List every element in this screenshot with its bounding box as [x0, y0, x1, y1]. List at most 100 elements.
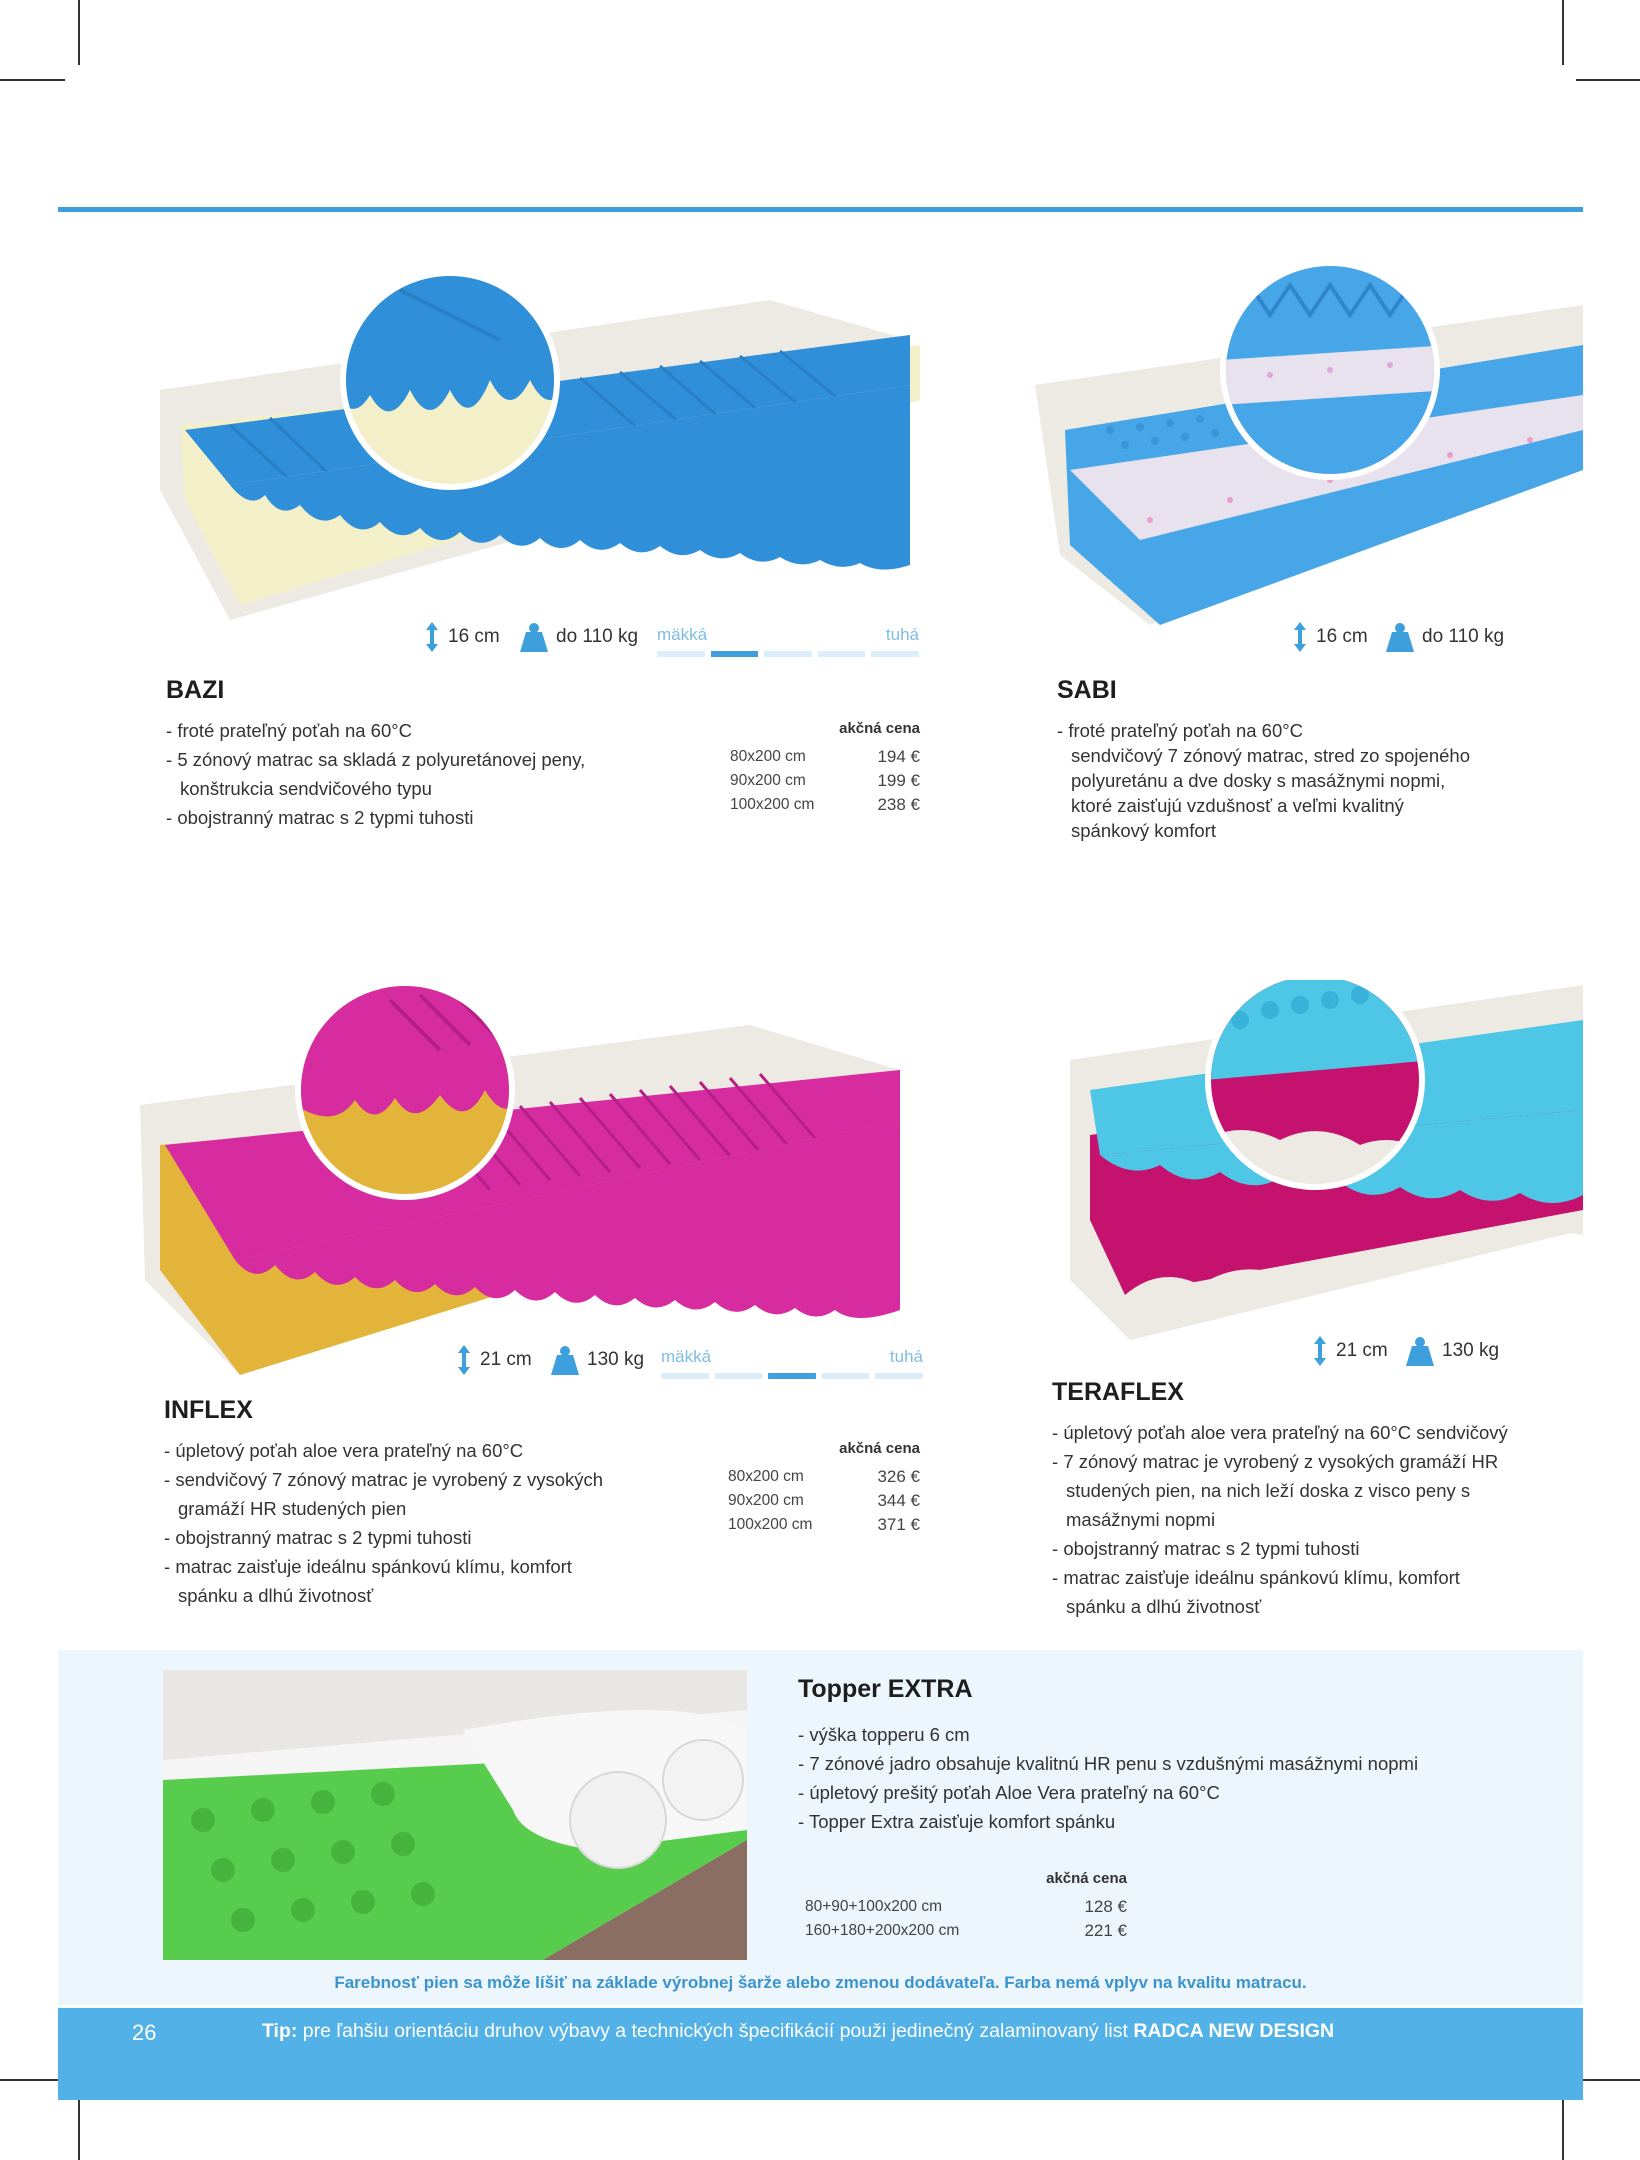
price-header: akčná cena — [839, 720, 920, 737]
teraflex-title: TERAFLEX — [1052, 1378, 1184, 1406]
tip-label: Tip: — [262, 2020, 298, 2042]
height-arrow-icon — [458, 1345, 470, 1375]
price-cell: 371 € — [877, 1515, 920, 1534]
price-header: akčná cena — [839, 1440, 920, 1457]
header-rule — [58, 207, 1583, 212]
price-cell: 199 € — [877, 771, 920, 790]
price-cell: 344 € — [877, 1491, 920, 1510]
weight-icon — [551, 1346, 579, 1375]
bazi-weight-spec: do 110 kg — [520, 622, 638, 652]
feature-item: 7 zónový matrac je vyrobený z vysokých g… — [1052, 1447, 1572, 1534]
feature-item: froté prateľný poťah na 60°C sendvičový … — [1057, 718, 1557, 843]
scale-bar — [821, 1373, 870, 1379]
price-cell: 194 € — [877, 747, 920, 766]
topper-image — [163, 1670, 747, 1960]
size-cell: 80+90+100x200 cm — [805, 1898, 943, 1915]
topper-price-table: akčná cena 80+90+100x200 cm 128 € 160+180… — [805, 1870, 1127, 1943]
scale-soft-label: mäkká — [661, 1347, 712, 1366]
feature-item: 5 zónový matrac sa skladá z polyuretánov… — [166, 745, 726, 803]
teraflex-weight-spec: 130 kg — [1406, 1336, 1499, 1366]
feature-item: úpletový poťah aloe vera prateľný na 60°… — [164, 1436, 734, 1465]
feature-item: froté prateľný poťah na 60°C — [166, 716, 726, 745]
scale-bar — [764, 651, 812, 657]
teraflex-weight: 130 kg — [1442, 1340, 1500, 1361]
crop-mark — [1562, 2095, 1564, 2160]
scale-bar — [871, 651, 919, 657]
feature-item: Topper Extra zaisťuje komfort spánku — [798, 1807, 1538, 1836]
size-cell: 80x200 cm — [728, 1468, 804, 1485]
inflex-height: 21 cm — [480, 1349, 532, 1370]
scale-hard-label: tuhá — [885, 625, 919, 644]
topper-title: Topper EXTRA — [798, 1675, 973, 1703]
size-cell: 90x200 cm — [730, 772, 806, 789]
scale-soft-label: mäkká — [657, 625, 708, 644]
crop-mark — [1562, 0, 1564, 65]
scale-bar — [657, 651, 705, 657]
inflex-weight-spec: 130 kg — [551, 1345, 644, 1375]
sabi-weight-spec: do 110 kg — [1386, 622, 1504, 652]
teraflex-height: 21 cm — [1336, 1340, 1388, 1361]
price-header: akčná cena — [1046, 1870, 1127, 1887]
weight-icon — [1386, 623, 1414, 652]
weight-icon — [520, 623, 548, 652]
sabi-height: 16 cm — [1316, 626, 1368, 647]
tip-text: pre ľahšiu orientáciu druhov výbavy a te… — [297, 2020, 1134, 2042]
inflex-mattress-image — [140, 980, 900, 1375]
crop-mark — [0, 79, 65, 81]
crop-mark — [0, 2079, 65, 2081]
scale-bar-active — [768, 1373, 816, 1379]
topper-features: výška topperu 6 cm 7 zónové jadro obsahu… — [798, 1720, 1538, 1836]
tip-brand: RADCA NEW DESIGN — [1133, 2020, 1335, 2042]
sabi-mattress-image — [1035, 260, 1583, 625]
feature-item: matrac zaisťuje ideálnu spánkovú klímu, … — [164, 1552, 734, 1610]
price-cell: 238 € — [877, 795, 920, 814]
teraflex-features: úpletový poťah aloe vera prateľný na 60°… — [1052, 1418, 1572, 1621]
feature-item: matrac zaisťuje ideálnu spánkovú klímu, … — [1052, 1563, 1572, 1621]
bazi-title: BAZI — [166, 676, 225, 704]
price-cell: 221 € — [1084, 1921, 1127, 1940]
crop-mark — [78, 0, 80, 65]
scale-bar-active — [710, 651, 759, 657]
scale-bar — [661, 1373, 709, 1379]
size-cell: 100x200 cm — [730, 796, 815, 813]
feature-item: obojstranný matrac s 2 typmi tuhosti — [166, 803, 726, 832]
feature-item: obojstranný matrac s 2 typmi tuhosti — [1052, 1534, 1572, 1563]
bazi-features: froté prateľný poťah na 60°C 5 zónový ma… — [166, 716, 726, 832]
crop-mark — [1576, 79, 1640, 81]
sabi-height-spec: 16 cm — [1292, 622, 1368, 652]
bazi-weight: do 110 kg — [556, 626, 639, 647]
bazi-mattress-image — [160, 270, 920, 620]
inflex-price-table: akčná cena 80x200 cm 326 € 90x200 cm 344 €… — [728, 1440, 920, 1537]
inflex-height-spec: 21 cm — [456, 1345, 532, 1375]
footer-bar — [58, 2008, 1583, 2100]
price-cell: 326 € — [877, 1467, 920, 1486]
bazi-height-spec: 16 cm — [424, 622, 500, 652]
teraflex-mattress-image — [1070, 980, 1583, 1340]
inflex-title: INFLEX — [164, 1396, 253, 1424]
teraflex-height-spec: 21 cm — [1312, 1336, 1388, 1366]
size-cell: 160+180+200x200 cm — [805, 1922, 960, 1939]
footer-tip: Tip: pre ľahšiu orientáciu druhov výbavy… — [262, 2020, 1334, 2043]
crop-mark — [1576, 2079, 1640, 2081]
feature-item: úpletový prešitý poťah Aloe Vera prateľn… — [798, 1778, 1538, 1807]
price-cell: 128 € — [1084, 1897, 1127, 1916]
feature-item: výška topperu 6 cm — [798, 1720, 1538, 1749]
weight-icon — [1406, 1337, 1434, 1366]
inflex-weight: 130 kg — [587, 1349, 645, 1370]
color-disclaimer: Farebnosť pien sa môže líšiť na základe … — [334, 1973, 1307, 1992]
page-number: 26 — [132, 2020, 157, 2045]
feature-item: sendvičový 7 zónový matrac je vyrobený z… — [164, 1465, 734, 1523]
size-cell: 90x200 cm — [728, 1492, 804, 1509]
inflex-features: úpletový poťah aloe vera prateľný na 60°… — [164, 1436, 734, 1610]
scale-bar — [817, 651, 866, 657]
sabi-weight: do 110 kg — [1422, 626, 1505, 647]
crop-mark — [78, 2095, 80, 2160]
bazi-firmness-scale: mäkká tuhá — [657, 625, 919, 657]
scale-bar — [875, 1373, 923, 1379]
height-arrow-icon — [1314, 1336, 1326, 1366]
sabi-features: froté prateľný poťah na 60°C sendvičový … — [1057, 718, 1557, 843]
feature-item: 7 zónové jadro obsahuje kvalitnú HR penu… — [798, 1749, 1538, 1778]
sabi-title: SABI — [1057, 676, 1117, 704]
